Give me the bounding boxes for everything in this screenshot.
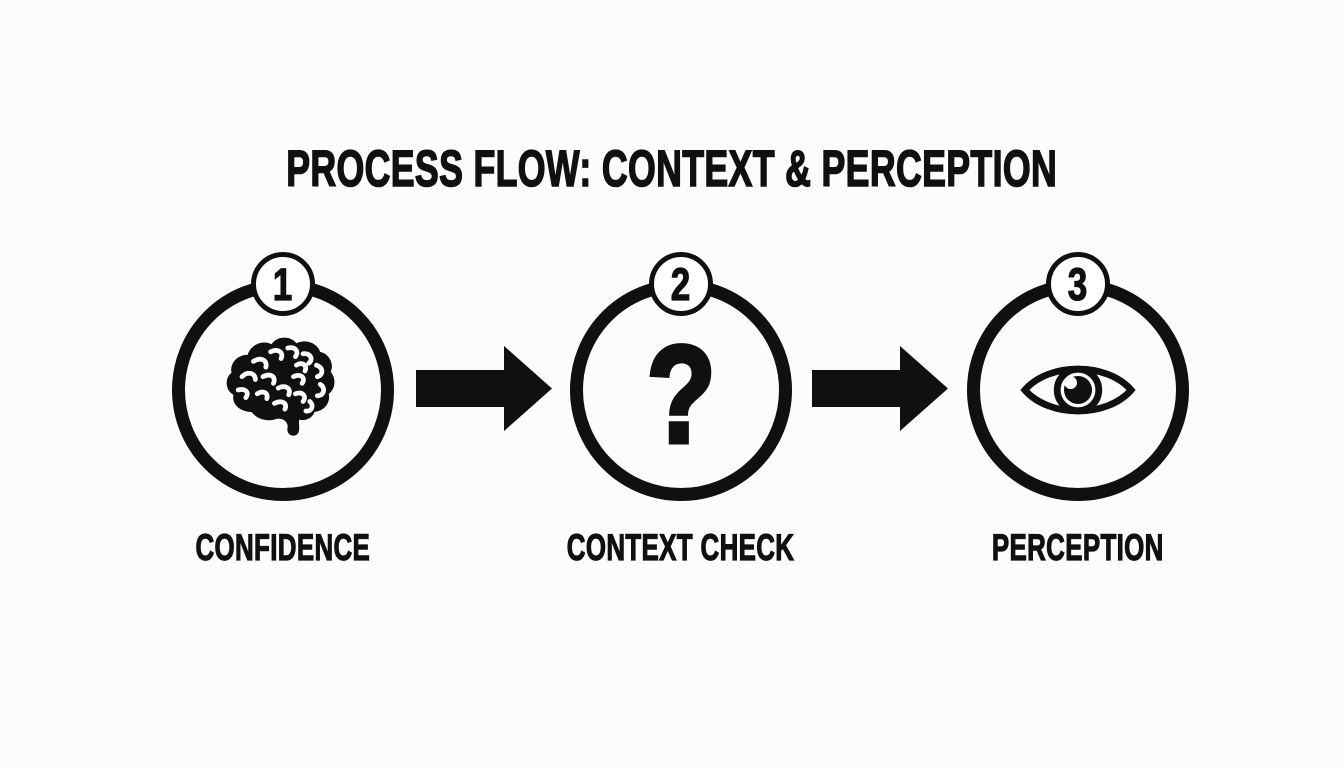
step-number-2: 2 (671, 258, 691, 310)
step-label-confidence: CONFIDENCE (195, 526, 371, 568)
step-number-badge-2: 2 (649, 252, 713, 316)
arrow-right-icon (416, 346, 552, 431)
step-number-3: 3 (1068, 258, 1088, 310)
step-number-1: 1 (273, 258, 293, 310)
page-title: PROCESS FLOW: CONTEXT & PERCEPTION (0, 130, 1344, 206)
brain-icon (221, 337, 345, 443)
eye-icon (1020, 356, 1136, 424)
page-title-text: PROCESS FLOW: CONTEXT & PERCEPTION (286, 139, 1058, 198)
step-label-perception: PERCEPTION (992, 526, 1164, 568)
step-label-context-check: CONTEXT CHECK (567, 526, 795, 568)
step-number-badge-1: 1 (251, 252, 315, 316)
question-mark-icon: ? (644, 318, 717, 472)
step-number-badge-3: 3 (1046, 252, 1110, 316)
arrow-right-icon (812, 346, 948, 431)
